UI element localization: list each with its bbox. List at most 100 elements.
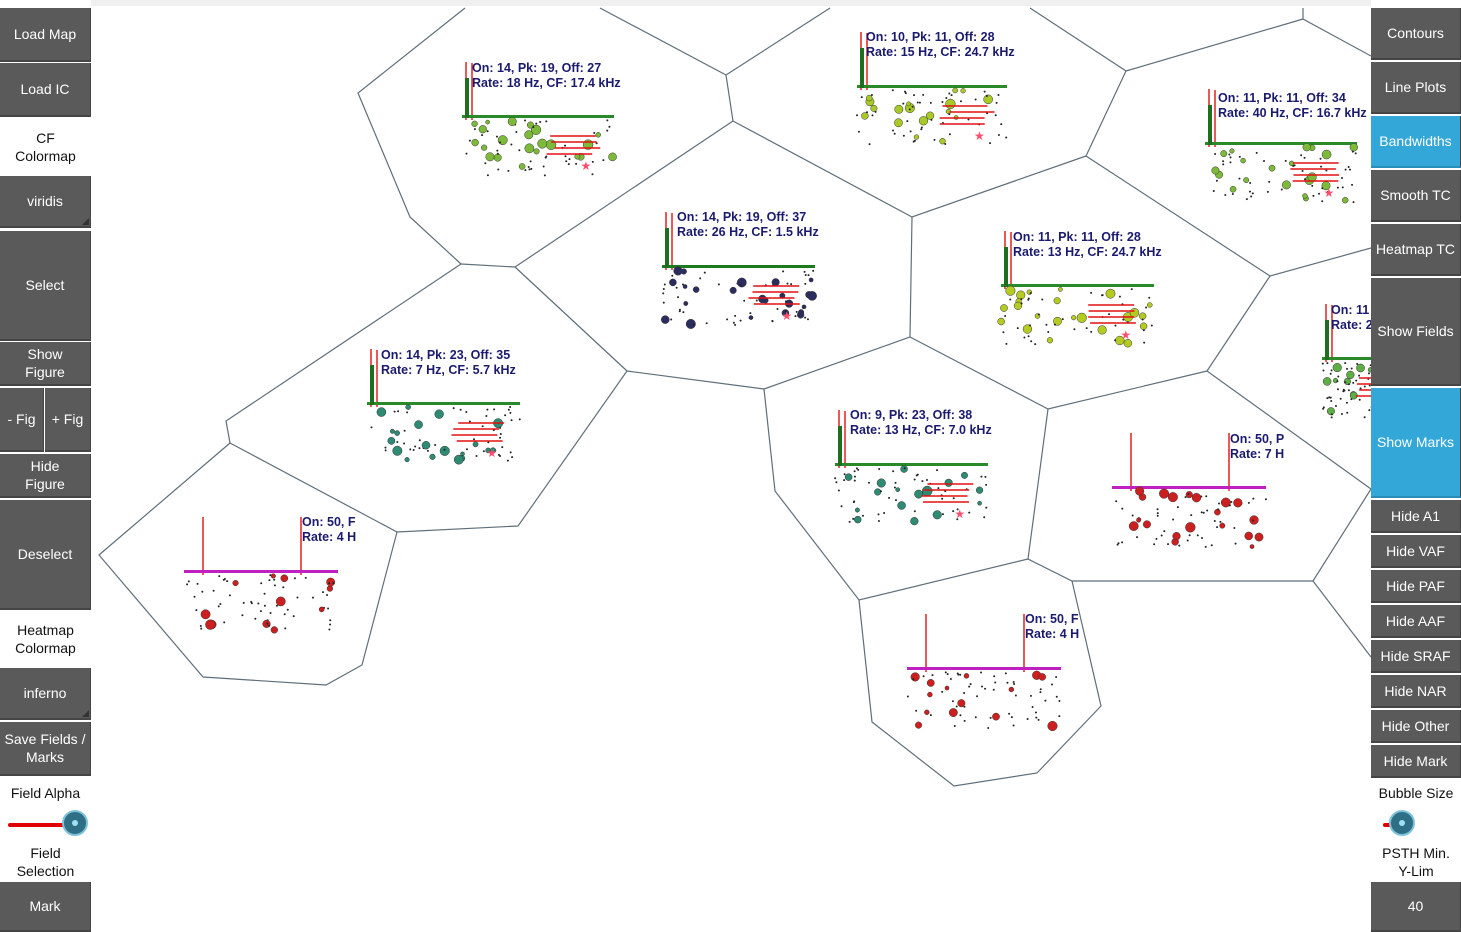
raster-dot	[496, 149, 499, 152]
raster-dot	[434, 409, 444, 419]
raster-dot	[908, 108, 911, 111]
raster-dot	[219, 602, 222, 605]
unit-stats-line1: On: 14, Pk: 19, Off: 37	[677, 210, 806, 224]
raster-dot	[1200, 511, 1203, 514]
raster-dot	[332, 582, 335, 585]
raster-dot	[414, 420, 423, 429]
raster-dot	[929, 714, 932, 717]
hide-figure-button[interactable]: Hide Figure	[0, 454, 91, 498]
show-fields-toggle[interactable]: Show Fields	[1371, 278, 1461, 386]
raster-dot	[1027, 335, 1030, 338]
raster-dot	[1073, 328, 1076, 331]
raster-dot	[1346, 411, 1349, 414]
raster-dot	[983, 90, 986, 93]
save-fields-marks-button[interactable]: Save Fields / Marks	[0, 722, 91, 776]
raster-dot	[894, 481, 897, 484]
heatmap-tc-toggle[interactable]: Heatmap TC	[1371, 224, 1461, 276]
raster-dot	[1347, 389, 1350, 392]
raster-dot	[870, 93, 873, 96]
raster-dot	[270, 626, 278, 634]
cf-star-icon: ★	[581, 159, 592, 173]
raster-dot	[1053, 316, 1062, 326]
psth-min-ylim-input[interactable]: 40	[1371, 882, 1461, 932]
hide-vaf-button[interactable]: Hide VAF	[1371, 535, 1461, 568]
raster-dot	[673, 266, 683, 276]
smooth-tc-toggle[interactable]: Smooth TC	[1371, 170, 1461, 222]
hide-paf-button[interactable]: Hide PAF	[1371, 570, 1461, 603]
bubble-size-slider[interactable]	[1383, 810, 1461, 840]
hide-sraf-button[interactable]: Hide SRAF	[1371, 640, 1461, 673]
raster-dot	[662, 292, 665, 295]
minus-fig-button[interactable]: - Fig	[0, 388, 44, 452]
raster-dot	[1196, 534, 1199, 537]
raster-dot	[404, 457, 410, 463]
contours-toggle[interactable]: Contours	[1371, 8, 1461, 60]
raster-dot	[1031, 706, 1034, 709]
raster-dot	[963, 673, 970, 679]
raster-dot	[1116, 543, 1119, 546]
raster-dot	[1058, 700, 1061, 703]
raster-dot	[1184, 496, 1187, 499]
deselect-button[interactable]: Deselect	[0, 500, 91, 610]
unit-stats-line1: On: 14, Pk: 23, Off: 35	[381, 348, 510, 362]
select-button[interactable]: Select	[0, 231, 91, 341]
raster-dot	[1023, 336, 1026, 339]
bandwidths-toggle[interactable]: Bandwidths	[1371, 116, 1461, 168]
line-plots-toggle[interactable]: Line Plots	[1371, 62, 1461, 114]
raster-dot	[835, 481, 838, 484]
psth-min-ylim-label: PSTH Min. Y-Lim	[1382, 845, 1450, 879]
bubble-size-knob[interactable]	[1389, 810, 1415, 836]
plus-fig-button[interactable]: + Fig	[45, 388, 91, 452]
raster-dot	[663, 283, 666, 286]
raster-dot	[311, 596, 314, 599]
raster-dot	[228, 594, 231, 597]
load-ic-button[interactable]: Load IC	[0, 63, 91, 117]
raster-dot	[784, 310, 787, 313]
raster-dot	[669, 278, 677, 287]
unit-stats-line2: Rate: 18 Hz, CF: 17.4 kHz	[472, 76, 621, 90]
raster-dot	[1329, 372, 1332, 375]
field-alpha-knob[interactable]	[62, 810, 88, 836]
raster-dot	[1268, 180, 1271, 183]
show-marks-toggle[interactable]: Show Marks	[1371, 388, 1461, 498]
raster-dot	[1356, 363, 1359, 366]
hide-aaf-button[interactable]: Hide AAF	[1371, 605, 1461, 638]
raster-dot	[606, 129, 609, 132]
hide-a1-button[interactable]: Hide A1	[1371, 500, 1461, 533]
raster-dot	[1147, 302, 1153, 308]
raster-dot	[608, 152, 617, 162]
raster-dot	[275, 596, 286, 607]
hide-mark-button[interactable]: Hide Mark	[1371, 745, 1461, 778]
raster-dot	[478, 125, 487, 134]
load-map-button[interactable]: Load Map	[0, 8, 91, 62]
raster-dot	[866, 111, 869, 114]
mark-button[interactable]: Mark	[0, 882, 91, 932]
show-figure-button[interactable]: Show Figure	[0, 342, 91, 386]
raster-dot	[915, 474, 918, 477]
raster-dot	[606, 119, 609, 122]
raster-dot	[794, 315, 797, 318]
cf-colormap-dropdown[interactable]: viridis	[0, 176, 91, 228]
heatmap-colormap-dropdown[interactable]: inferno	[0, 668, 91, 720]
raster-dot	[1359, 387, 1362, 390]
raster-dot	[1186, 539, 1189, 542]
raster-dot	[997, 317, 1005, 326]
raster-dot	[489, 447, 497, 454]
raster-dot	[771, 319, 774, 322]
raster-dot	[1219, 520, 1222, 523]
raster-dot	[1300, 154, 1303, 157]
raster-dot	[1205, 495, 1208, 498]
raster-dot	[406, 411, 409, 414]
hide-nar-button[interactable]: Hide NAR	[1371, 675, 1461, 708]
raster-dot	[852, 517, 855, 520]
hide-other-button[interactable]: Hide Other	[1371, 710, 1461, 743]
field-alpha-slider[interactable]	[8, 810, 91, 840]
raster-dot	[1363, 385, 1366, 388]
raster-dot	[1249, 544, 1255, 549]
raster-dot	[682, 284, 688, 289]
cf-star-icon: ★	[974, 129, 985, 143]
raster-dot	[946, 673, 949, 676]
raster-dot	[376, 407, 387, 417]
